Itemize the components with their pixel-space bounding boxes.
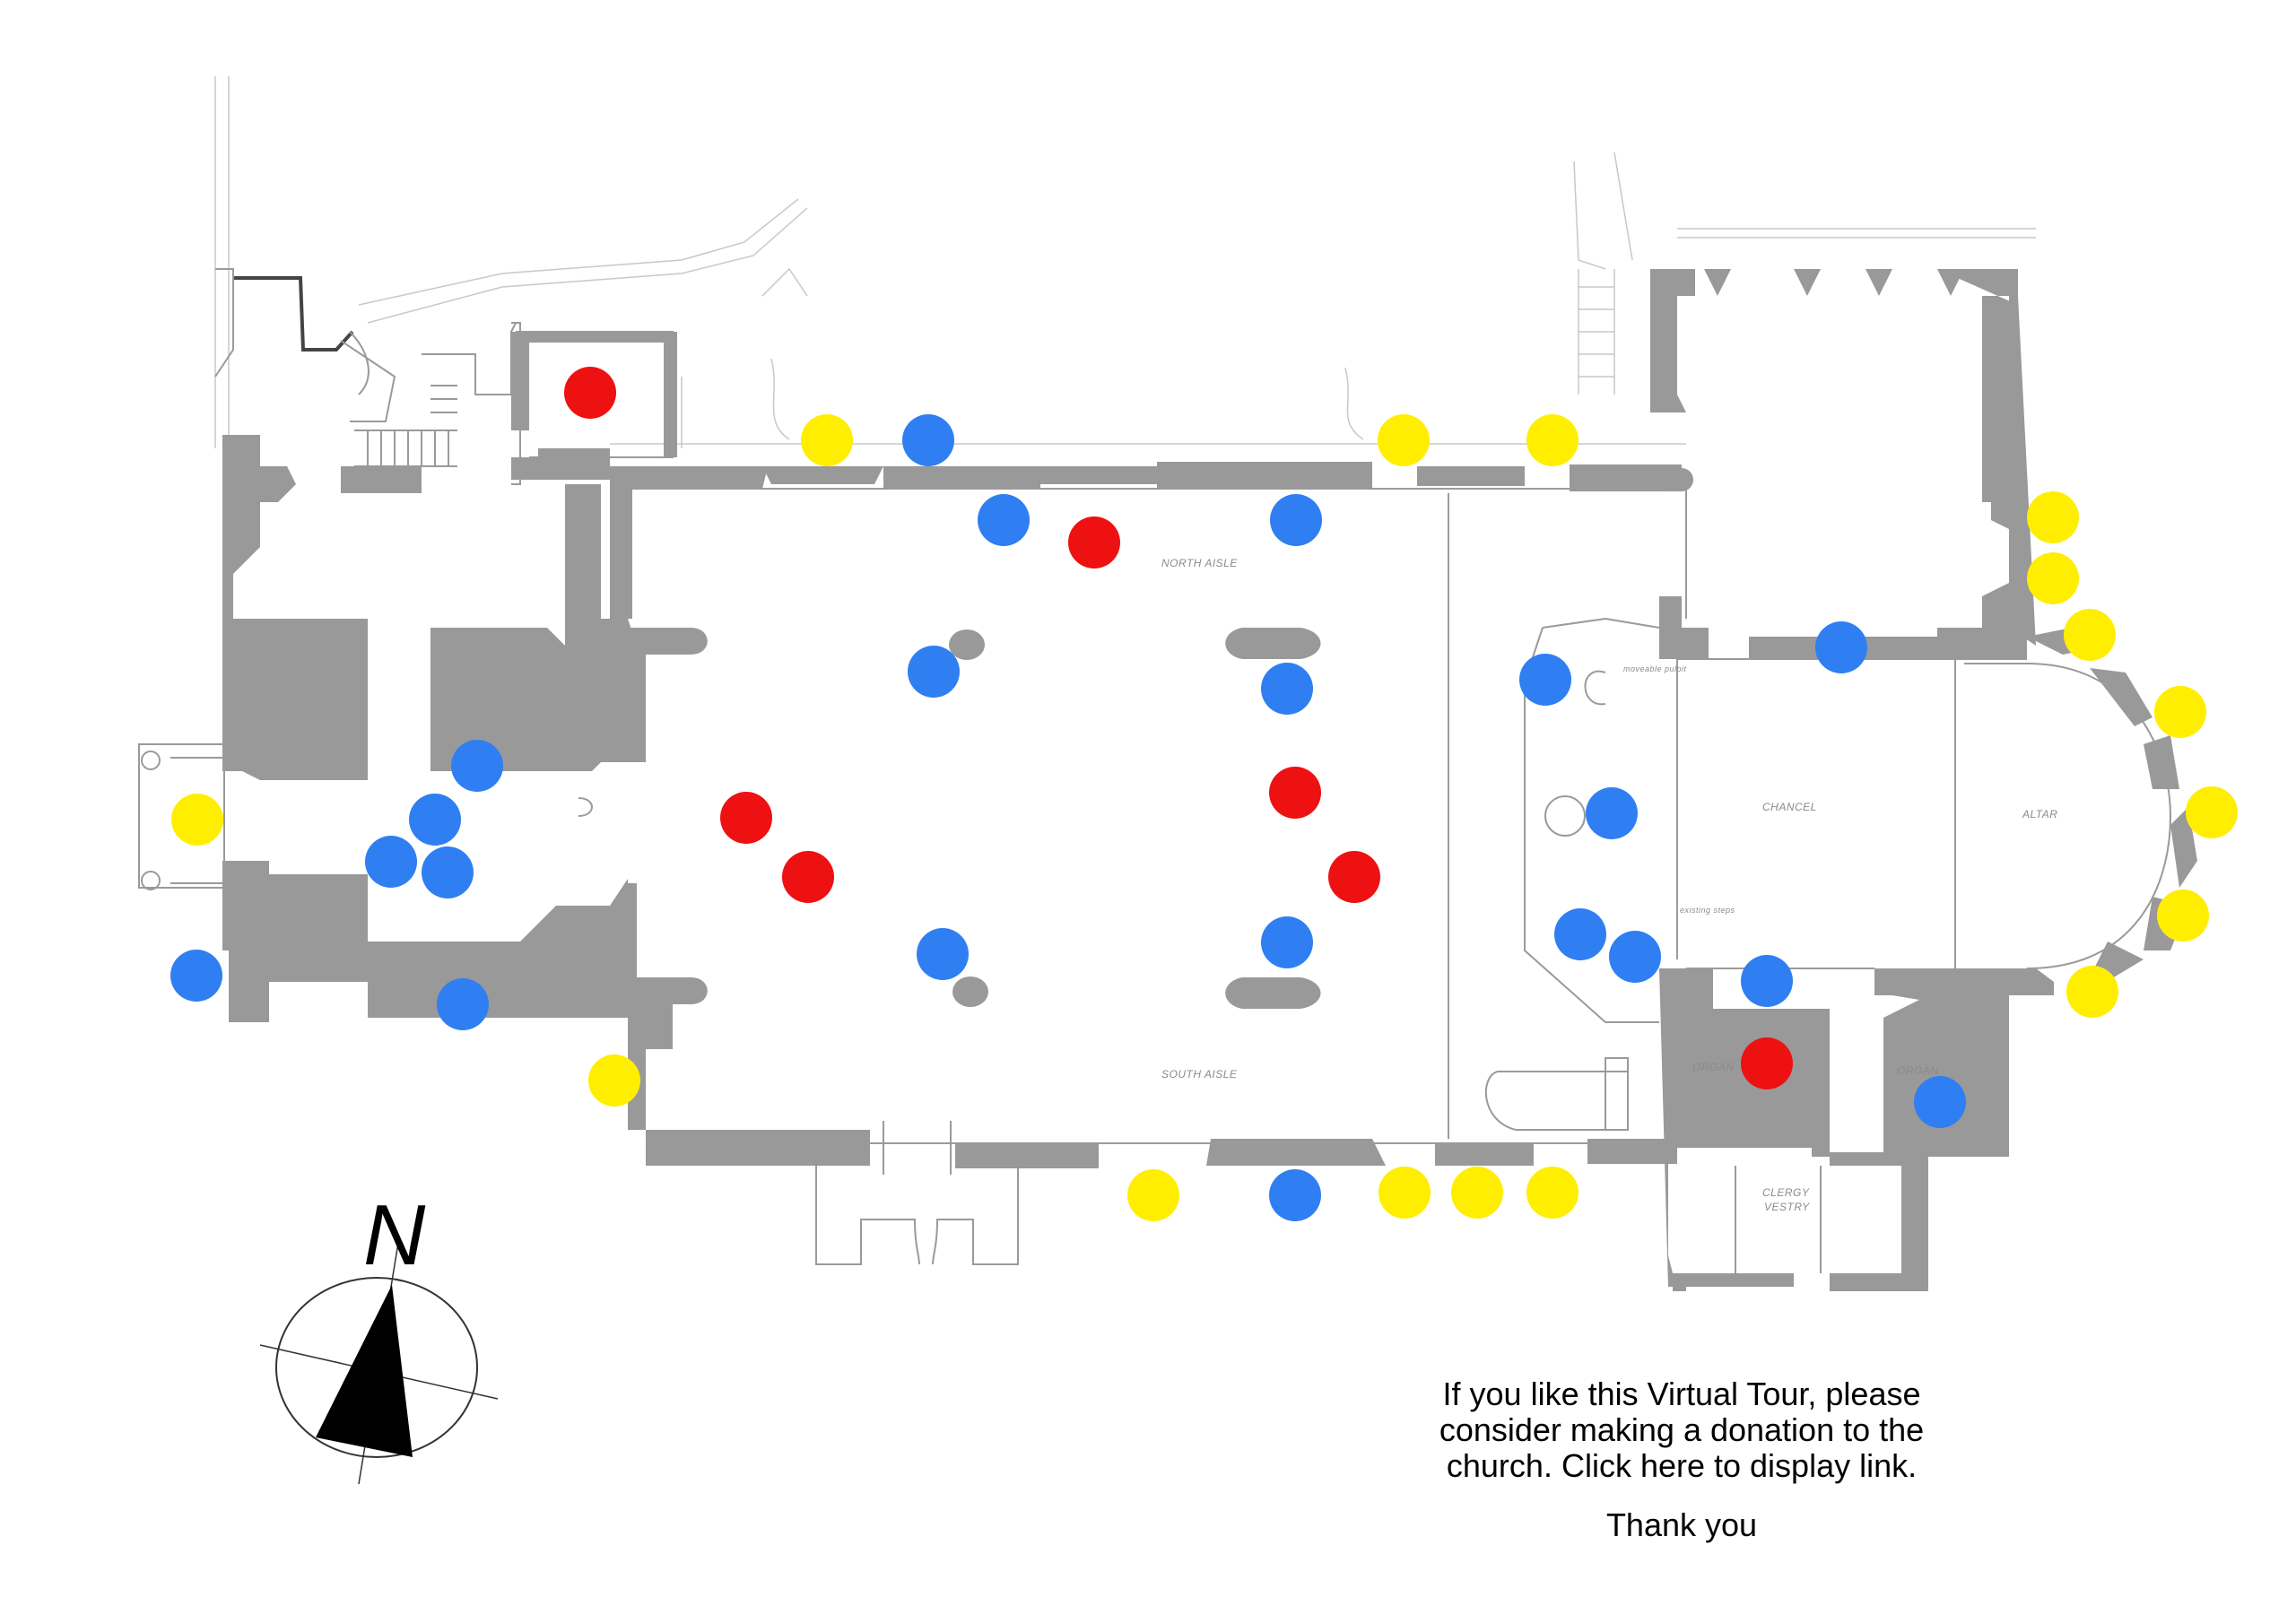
hotspot-blue[interactable] [170, 950, 222, 1002]
hotspot-blue[interactable] [978, 494, 1030, 546]
hotspot-blue[interactable] [1609, 931, 1661, 983]
donation-thanks: Thank you [1605, 1506, 1758, 1543]
tour-hotspots [170, 367, 2238, 1221]
hotspot-blue[interactable] [1815, 621, 1867, 673]
hotspot-red[interactable] [782, 851, 834, 903]
hotspot-blue[interactable] [908, 646, 960, 698]
north-arrow-icon [316, 1285, 413, 1457]
room-label-altar: ALTAR [2022, 808, 2057, 820]
hotspot-yellow[interactable] [171, 794, 223, 846]
hotspot-blue[interactable] [1261, 916, 1313, 968]
donation-link[interactable]: If you like this Virtual Tour, please co… [1345, 1376, 2018, 1543]
hotspot-yellow[interactable] [1378, 414, 1430, 466]
room-label-moveable-pulpit: moveable pulpit [1623, 664, 1687, 673]
hotspot-red[interactable] [564, 367, 616, 419]
hotspot-yellow[interactable] [2154, 686, 2206, 738]
hotspot-yellow[interactable] [1378, 1167, 1431, 1219]
hotspot-red[interactable] [1328, 851, 1380, 903]
hotspot-blue[interactable] [1519, 654, 1571, 706]
hotspot-red[interactable] [720, 792, 772, 844]
hotspot-blue[interactable] [1270, 494, 1322, 546]
room-label-vestry: VESTRY [1764, 1201, 1810, 1213]
hotspot-red[interactable] [1741, 1037, 1793, 1089]
hotspot-yellow[interactable] [1451, 1167, 1503, 1219]
donation-line-1: If you like this Virtual Tour, please [1442, 1376, 1921, 1412]
hotspot-blue[interactable] [1586, 787, 1638, 839]
donation-line-3: church. Click here to display link. [1446, 1447, 1918, 1484]
walls [222, 269, 2197, 1291]
room-label-organ-right: ORGAN [1897, 1064, 1939, 1077]
site-context [214, 76, 2036, 448]
hotspot-blue[interactable] [422, 846, 474, 898]
hotspot-blue[interactable] [917, 928, 969, 980]
hotspot-red[interactable] [1269, 767, 1321, 819]
hotspot-yellow[interactable] [2064, 609, 2116, 661]
hotspot-yellow[interactable] [801, 414, 853, 466]
hotspot-blue[interactable] [1914, 1076, 1966, 1128]
room-label-clergy: CLERGY [1762, 1186, 1810, 1199]
interior-lines [138, 484, 2172, 1273]
hotspot-blue[interactable] [437, 978, 489, 1030]
north-compass: N [259, 1187, 499, 1485]
hotspot-blue[interactable] [1554, 908, 1606, 960]
hotspot-yellow[interactable] [2066, 966, 2118, 1018]
hotspot-yellow[interactable] [2186, 786, 2238, 838]
hotspot-red[interactable] [1068, 516, 1120, 568]
hotspot-yellow[interactable] [1127, 1169, 1179, 1221]
compass-ring [275, 1277, 478, 1458]
room-label-existing-steps: existing steps [1680, 906, 1735, 915]
hotspot-blue[interactable] [409, 794, 461, 846]
hotspot-blue[interactable] [1261, 663, 1313, 715]
room-labels: NORTH AISLE SOUTH AISLE CHANCEL ALTAR OR… [1161, 557, 2057, 1213]
hotspot-blue[interactable] [365, 836, 417, 888]
room-label-organ-left: ORGAN [1692, 1061, 1735, 1073]
hotspot-yellow[interactable] [1526, 414, 1578, 466]
hotspot-blue[interactable] [451, 740, 503, 792]
room-label-south-aisle: SOUTH AISLE [1161, 1068, 1238, 1081]
hotspot-yellow[interactable] [2027, 552, 2079, 604]
hotspot-blue[interactable] [1269, 1169, 1321, 1221]
room-label-north-aisle: NORTH AISLE [1161, 557, 1238, 569]
hotspot-yellow[interactable] [588, 1055, 640, 1107]
hotspot-blue[interactable] [902, 414, 954, 466]
donation-line-2: consider making a donation to the [1439, 1411, 1925, 1448]
hotspot-yellow[interactable] [2027, 491, 2079, 543]
hotspot-blue[interactable] [1741, 955, 1793, 1007]
hotspot-yellow[interactable] [1526, 1167, 1578, 1219]
compass-north-label: N [363, 1187, 426, 1283]
room-label-chancel: CHANCEL [1762, 801, 1817, 813]
hotspot-yellow[interactable] [2157, 890, 2209, 942]
